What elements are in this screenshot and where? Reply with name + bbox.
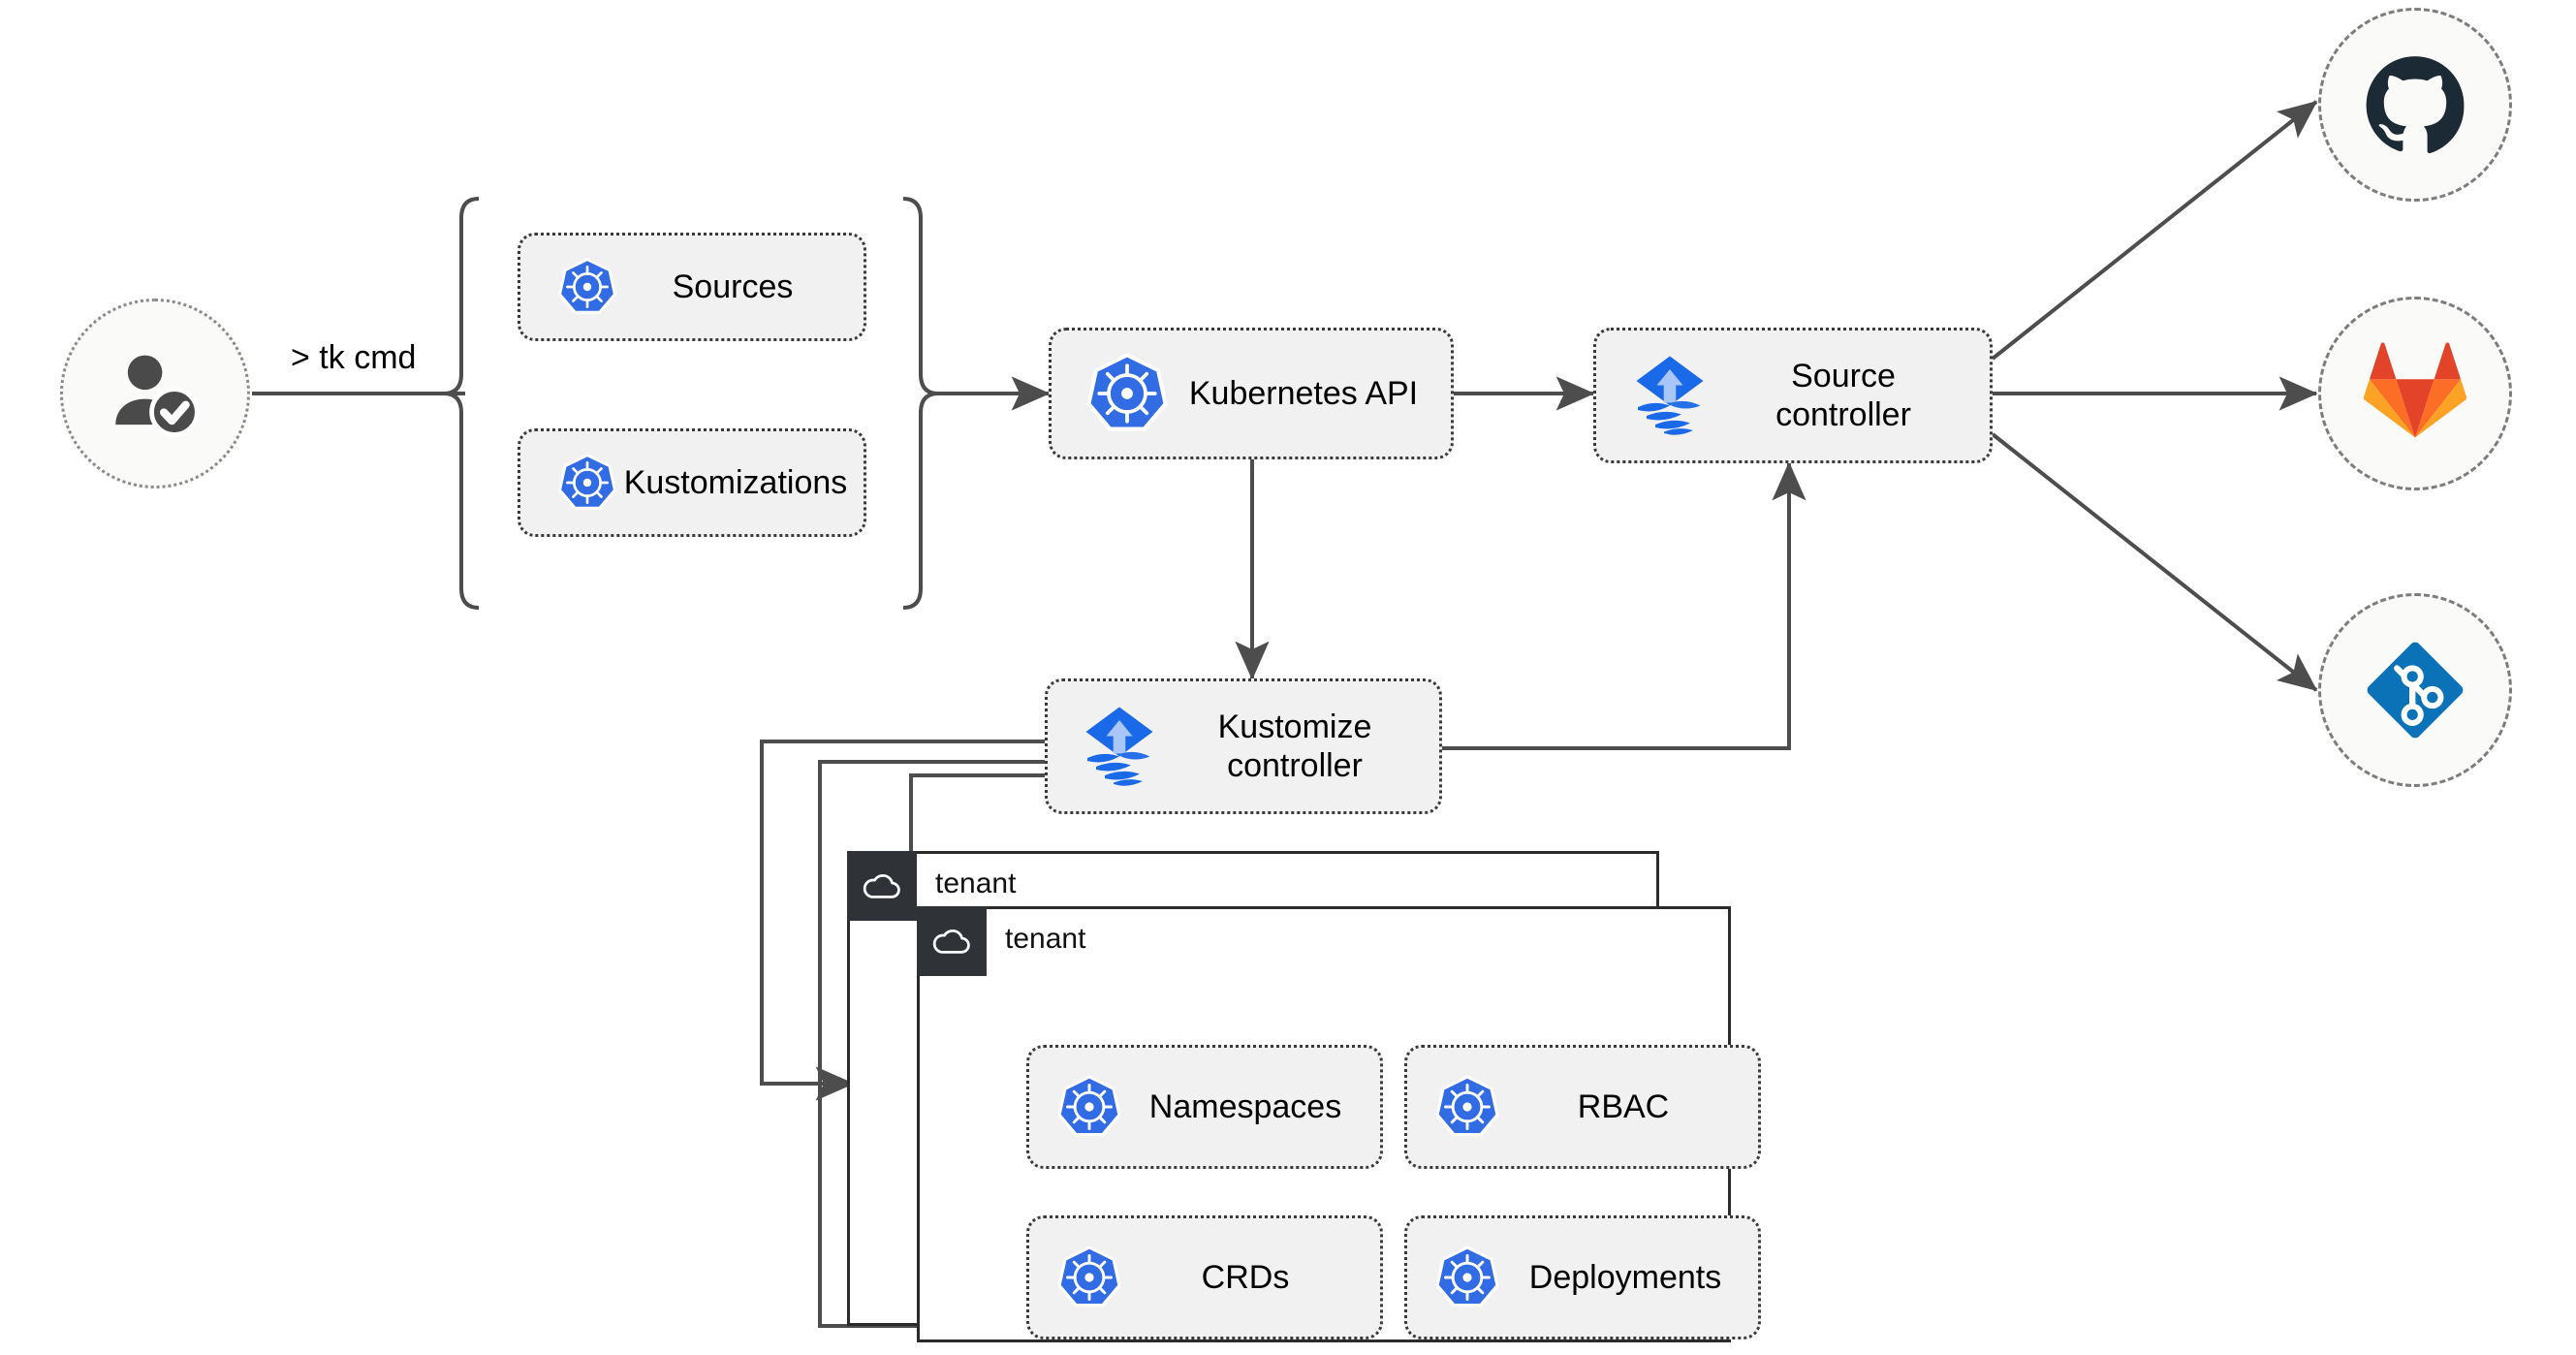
node-kustomize-controller[interactable]: Kustomize controller — [1045, 678, 1442, 814]
brace-left — [443, 197, 480, 610]
node-label: Source controller — [1716, 357, 1970, 434]
node-label: RBAC — [1577, 1087, 1670, 1125]
node-rbac[interactable]: RBAC — [1404, 1045, 1761, 1169]
edge-sourcecontroller-git — [1991, 432, 2318, 692]
kubernetes-icon — [1054, 1243, 1124, 1312]
node-label-line1: Source — [1791, 357, 1896, 394]
node-crds[interactable]: CRDs — [1026, 1215, 1383, 1339]
node-label: Kustomize controller — [1166, 708, 1424, 785]
provider-gitlab[interactable] — [2318, 297, 2512, 490]
kubernetes-icon — [555, 255, 619, 319]
node-label: Kubernetes API — [1188, 374, 1419, 412]
cloud-icon — [863, 873, 900, 898]
node-label: Deployments — [1528, 1258, 1722, 1296]
kubernetes-icon — [555, 451, 619, 515]
provider-git[interactable] — [2318, 593, 2512, 787]
node-namespaces[interactable]: Namespaces — [1026, 1045, 1383, 1169]
node-label: Kustomizations — [623, 463, 848, 501]
kubernetes-icon — [1432, 1243, 1502, 1312]
flux-icon — [1073, 700, 1166, 793]
tenant-name: tenant — [935, 867, 1017, 899]
node-deployments[interactable]: Deployments — [1404, 1215, 1761, 1339]
kubernetes-icon — [1083, 349, 1172, 438]
node-kustomizations[interactable]: Kustomizations — [518, 428, 866, 537]
node-sources[interactable]: Sources — [518, 233, 866, 341]
user-check-icon — [115, 355, 200, 437]
tenant-name: tenant — [1005, 923, 1086, 955]
tenant-panel-front[interactable]: tenant Namespaces — [917, 906, 1761, 1342]
gitlab-icon — [2363, 342, 2467, 438]
provider-github[interactable] — [2318, 8, 2512, 202]
node-kubernetes-api[interactable]: Kubernetes API — [1049, 328, 1454, 459]
user-avatar — [60, 299, 250, 488]
tenant-tab — [847, 851, 917, 921]
node-label-line2: controller — [1227, 747, 1363, 784]
kubernetes-icon — [1432, 1072, 1502, 1142]
brace-right — [902, 197, 939, 610]
git-icon — [2367, 642, 2464, 739]
tenant-tab — [917, 906, 987, 976]
command-label: > tk cmd — [291, 339, 417, 376]
edge-sourcecontroller-github — [1991, 100, 2318, 361]
node-label-line1: Kustomize — [1217, 708, 1372, 745]
flux-icon — [1623, 349, 1716, 442]
node-label: Sources — [672, 268, 794, 305]
edge-kustomizecontroller-sourcecontroller — [1442, 461, 1806, 750]
node-label: Namespaces — [1148, 1087, 1342, 1125]
cloud-icon — [932, 929, 970, 954]
kubernetes-icon — [1054, 1072, 1124, 1142]
node-source-controller[interactable]: Source controller — [1593, 328, 1993, 463]
node-label-line2: controller — [1775, 396, 1911, 433]
github-icon — [2366, 56, 2465, 154]
node-label: CRDs — [1201, 1258, 1290, 1296]
